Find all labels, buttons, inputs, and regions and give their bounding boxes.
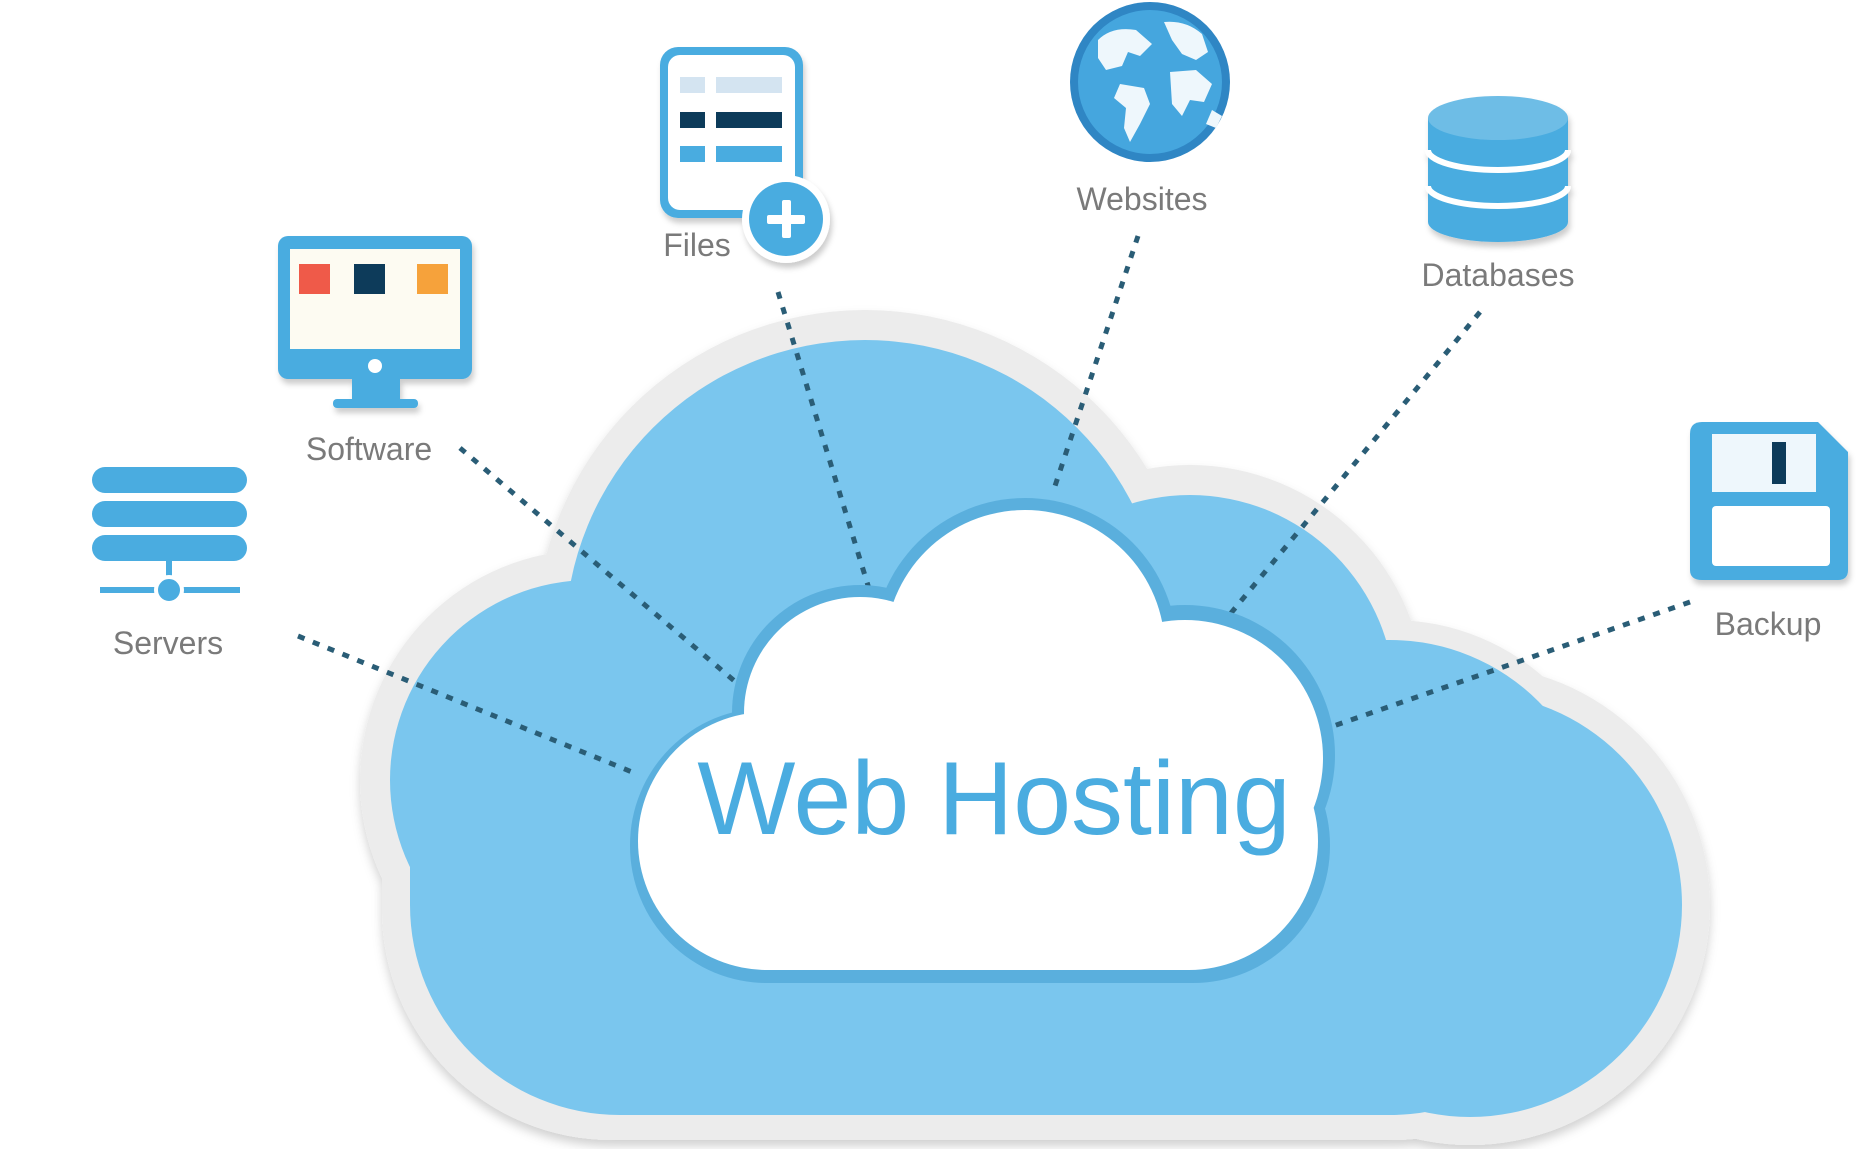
connector-backup: [1321, 599, 1691, 733]
connector-websites: [1052, 235, 1141, 487]
connector-servers: [297, 633, 633, 775]
file-add-icon: [660, 47, 830, 263]
connectors: [297, 235, 1691, 775]
floppy-disk-icon: [1690, 422, 1848, 580]
node-label-servers: Servers: [113, 625, 223, 661]
diagram-title: Web Hosting: [697, 741, 1290, 857]
globe-icon: [1070, 2, 1230, 162]
monitor-icon: [278, 236, 472, 408]
node-label-websites: Websites: [1076, 181, 1207, 217]
database-icon: [1425, 96, 1571, 242]
connector-files: [775, 291, 873, 593]
node-label-software: Software: [306, 431, 432, 467]
node-label-files: Files: [663, 227, 731, 263]
connector-software: [458, 446, 740, 686]
node-label-databases: Databases: [1422, 257, 1575, 293]
connector-databases: [1210, 310, 1482, 638]
inner-cloud: [630, 498, 1335, 983]
node-label-backup: Backup: [1715, 606, 1822, 642]
inner-cloud-fill: [638, 510, 1323, 970]
server-rack-icon: [92, 467, 247, 605]
